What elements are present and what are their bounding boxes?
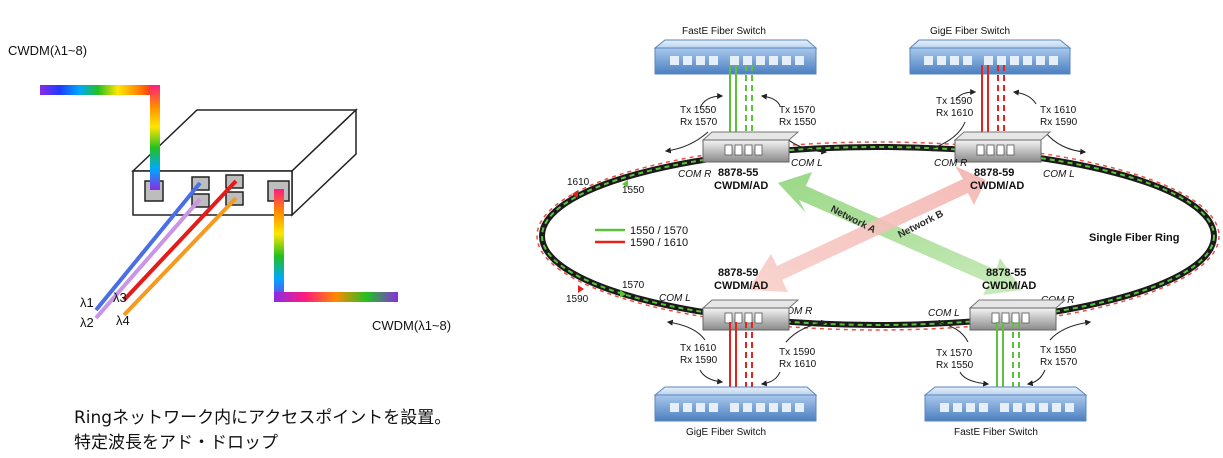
switch-bl-label: GigE Fiber Switch	[686, 427, 766, 438]
switch-bottom-left: GigE Fiber Switch	[653, 386, 818, 438]
bl-node-model: 8878-59	[718, 267, 758, 279]
switch-bottom-right: FastE Fiber Switch	[923, 386, 1088, 438]
bl-tx-left: Tx 1610	[680, 343, 717, 354]
left-panel: CWDM(λ1~8) λ1 λ3 λ2	[8, 43, 451, 333]
network-b-arrow	[748, 166, 986, 292]
bl-node-type: CWDM/AD	[714, 280, 768, 292]
lambda2-fiber	[94, 197, 202, 320]
tr-node-model: 8878-59	[974, 167, 1014, 179]
note-line-1: Ringネットワーク内にアクセスポイントを設置。	[74, 408, 452, 428]
switch-tr-label: GigE Fiber Switch	[930, 26, 1010, 37]
switch-br-label: FastE Fiber Switch	[954, 427, 1038, 438]
node-bottom-right	[968, 299, 1067, 331]
legend-green-label: 1550 / 1570	[630, 225, 688, 237]
br-com-l: COM L	[928, 308, 960, 319]
tl-rx-left: Rx 1570	[680, 117, 718, 128]
bl-com-l: COM L	[659, 293, 691, 304]
tl-tx-left: Tx 1550	[680, 105, 717, 116]
wl-1610-label: 1610	[567, 177, 590, 188]
bl-rx-right: Rx 1610	[779, 359, 817, 370]
br-tx-right: Tx 1550	[1040, 345, 1077, 356]
legend: 1550 / 1570 1590 / 1610	[595, 225, 688, 249]
br-tx-left: Tx 1570	[936, 348, 973, 359]
wl-1570-label: 1570	[622, 280, 645, 291]
tl-com-l: COM L	[791, 158, 823, 169]
lambda2-label: λ2	[80, 315, 94, 330]
lambda1-fiber	[94, 181, 202, 312]
br-node-type: CWDM/AD	[982, 280, 1036, 292]
node-top-right	[953, 131, 1052, 163]
br-node-model: 8878-55	[986, 267, 1026, 279]
wl-1590-label: 1590	[566, 294, 589, 305]
right-panel: Network A Network B Single Fiber Ring 15…	[532, 0, 1223, 440]
node-top-left	[701, 131, 800, 163]
switch-top-right: GigE Fiber Switch	[908, 26, 1072, 75]
tr-rx-right: Rx 1590	[1040, 117, 1078, 128]
lambda4-fiber	[122, 196, 238, 317]
tl-tx-right: Tx 1570	[779, 105, 816, 116]
tr-node-type: CWDM/AD	[970, 180, 1024, 192]
cwdm-top-label: CWDM(λ1~8)	[8, 43, 87, 58]
cwdm-bottom-label: CWDM(λ1~8)	[372, 318, 451, 333]
br-rx-left: Rx 1550	[936, 360, 974, 371]
node-bottom-left	[701, 299, 800, 331]
br-rx-right: Rx 1570	[1040, 357, 1078, 368]
tr-rx-left: Rx 1610	[936, 108, 974, 119]
lambda3-fiber	[122, 179, 238, 302]
network-a-arrow	[778, 172, 1022, 295]
cwdm-fiber-in	[40, 85, 160, 190]
tl-node-type: CWDM/AD	[714, 180, 768, 192]
cwdm-fiber-out	[274, 189, 398, 302]
tr-com-r: COM R	[934, 158, 967, 169]
tl-node-model: 8878-55	[718, 167, 758, 179]
bl-rx-left: Rx 1590	[680, 355, 718, 366]
lambda3-label: λ3	[113, 290, 127, 305]
lambda1-label: λ1	[80, 295, 94, 310]
tr-tx-right: Tx 1610	[1040, 105, 1077, 116]
note-line-2: 特定波長をアド・ドロップ	[74, 433, 278, 453]
wl-1550-label: 1550	[622, 185, 645, 196]
bl-com-r: COM R	[779, 306, 812, 317]
bl-tx-right: Tx 1590	[779, 347, 816, 358]
tl-com-r: COM R	[678, 169, 711, 180]
add-drop-device	[131, 108, 358, 217]
tr-com-l: COM L	[1043, 169, 1075, 180]
switch-tl-label: FastE Fiber Switch	[682, 26, 766, 37]
single-fiber-ring	[536, 141, 1220, 331]
legend-red-label: 1590 / 1610	[630, 237, 688, 249]
ring-label: Single Fiber Ring	[1089, 232, 1179, 244]
tr-tx-left: Tx 1590	[936, 96, 973, 107]
tl-rx-right: Rx 1550	[779, 117, 817, 128]
lambda4-label: λ4	[116, 313, 130, 328]
